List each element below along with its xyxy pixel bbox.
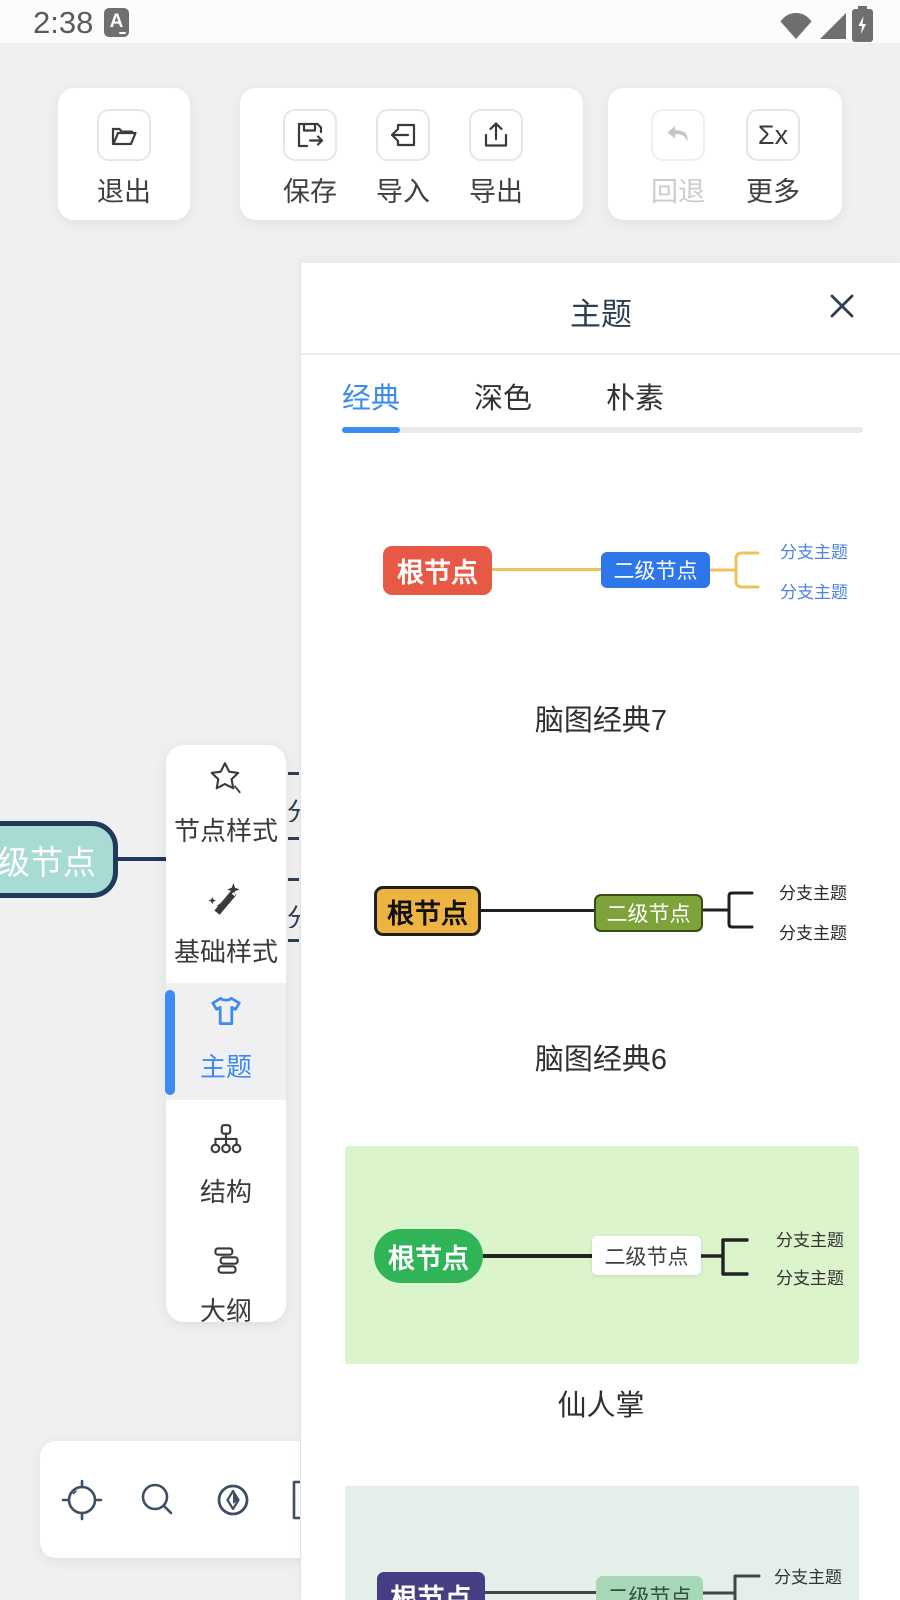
tab-track <box>342 427 863 433</box>
theme1-connector <box>492 568 601 571</box>
theme2-name[interactable]: 脑图经典6 <box>534 1044 668 1076</box>
menu-selected-indicator <box>165 990 175 1095</box>
formula-icon: Σx <box>757 119 789 150</box>
export-icon <box>484 122 508 147</box>
status-bar: 2:38 A <box>0 0 900 43</box>
theme3-branch-label: 分支主题 <box>776 1269 844 1288</box>
theme4-connector <box>485 1591 596 1594</box>
theme2-connector <box>481 909 594 912</box>
import-label: 导入 <box>376 177 430 207</box>
mindmap-fragment-line <box>288 939 299 942</box>
theme2-branch-connector <box>703 891 754 929</box>
toolbar-file-card: 保存 导入 导出 <box>240 88 583 220</box>
save-icon <box>297 122 324 148</box>
undo-button[interactable] <box>651 109 705 161</box>
mindmap-fragment-line <box>288 772 299 775</box>
theme1-root-node: 根节点 <box>383 546 492 595</box>
toolbar-exit-card: 退出 <box>58 88 190 220</box>
save-button[interactable] <box>283 109 337 161</box>
theme4-branch-label: 分支主题 <box>774 1568 842 1587</box>
format-menu: 节点样式 基础样式 主题 结构 大纲 <box>165 745 286 1326</box>
import-button[interactable] <box>376 109 430 161</box>
theme3-connector <box>483 1254 592 1258</box>
search-icon[interactable] <box>134 1477 180 1523</box>
toolbar-more-card: 回退 Σx 更多 <box>608 88 842 220</box>
structure-icon <box>210 1124 242 1154</box>
magic-wand-icon <box>208 883 240 915</box>
theme-panel: 主题 经典 深色 朴素 根节点 二级节点 分支主题 分支主题 脑图经典7 根节点… <box>300 262 900 1600</box>
battery-icon <box>852 6 873 42</box>
save-label: 保存 <box>283 177 337 207</box>
more-label: 更多 <box>746 177 800 207</box>
locate-icon[interactable] <box>59 1477 105 1523</box>
theme1-branch-connector <box>710 551 760 589</box>
undo-label: 回退 <box>651 177 705 207</box>
theme3-name[interactable]: 仙人掌 <box>557 1390 645 1422</box>
menu-item-structure[interactable]: 结构 <box>199 1177 252 1207</box>
theme1-branch-label: 分支主题 <box>780 543 848 562</box>
panel-title: 主题 <box>570 297 632 332</box>
theme2-secondary-node: 二级节点 <box>594 894 703 932</box>
theme2-branch-label: 分支主题 <box>779 884 847 903</box>
theme1-name[interactable]: 脑图经典7 <box>534 705 668 737</box>
menu-item-node-style[interactable]: 节点样式 <box>173 816 278 846</box>
tab-dark[interactable]: 深色 <box>474 383 533 415</box>
mindmap-fragment-line <box>288 837 299 840</box>
theme-tabs: 经典 深色 朴素 <box>342 375 664 417</box>
mindmap-fragment-text: 分 <box>287 792 300 822</box>
divider <box>301 353 900 355</box>
theme2-root-node: 根节点 <box>374 886 481 936</box>
app-notification-icon: A <box>104 8 129 37</box>
menu-item-outline[interactable]: 大纲 <box>199 1296 252 1326</box>
more-button[interactable]: Σx <box>746 109 800 161</box>
menu-selected-highlight <box>166 983 286 1100</box>
theme4-secondary-node: 二级节点 <box>596 1576 703 1600</box>
export-button[interactable] <box>469 109 523 161</box>
theme4-branch-connector <box>703 1574 761 1600</box>
theme3-branch-label: 分支主题 <box>776 1231 844 1250</box>
exit-label: 退出 <box>97 177 151 207</box>
undo-icon <box>667 126 688 142</box>
folder-icon <box>111 127 137 146</box>
theme3-branch-connector <box>701 1238 749 1276</box>
node-style-icon <box>210 762 241 794</box>
mindmap-fragment-text: 分 <box>287 898 300 928</box>
export-label: 导出 <box>469 177 523 207</box>
tab-classic[interactable]: 经典 <box>342 383 401 415</box>
fit-screen-icon[interactable] <box>288 1480 302 1520</box>
compass-icon[interactable] <box>210 1477 256 1523</box>
exit-button[interactable] <box>97 109 151 161</box>
import-icon <box>390 123 416 147</box>
close-icon[interactable] <box>825 289 859 323</box>
theme3-root-node: 根节点 <box>374 1229 483 1283</box>
canvas-toolbar <box>40 1441 320 1558</box>
mindmap-node-secondary[interactable]: 二级节点 <box>0 821 118 898</box>
outline-icon <box>214 1247 239 1274</box>
wifi-icon <box>780 13 812 39</box>
theme3-secondary-node: 二级节点 <box>592 1236 701 1275</box>
menu-item-theme[interactable]: 主题 <box>199 1052 252 1082</box>
mindmap-edge <box>118 857 168 861</box>
clock: 2:38 <box>33 5 94 40</box>
mindmap-fragment-line <box>288 878 299 881</box>
signal-icon <box>820 13 846 39</box>
theme1-secondary-node: 二级节点 <box>601 552 710 588</box>
theme1-branch-label: 分支主题 <box>780 583 848 602</box>
tab-plain[interactable]: 朴素 <box>606 383 665 415</box>
menu-item-basic-style[interactable]: 基础样式 <box>173 937 278 967</box>
theme2-branch-label: 分支主题 <box>779 924 847 943</box>
theme4-root-node: 根节点 <box>377 1572 485 1600</box>
tab-active-indicator <box>342 427 400 433</box>
shirt-icon <box>211 996 241 1025</box>
